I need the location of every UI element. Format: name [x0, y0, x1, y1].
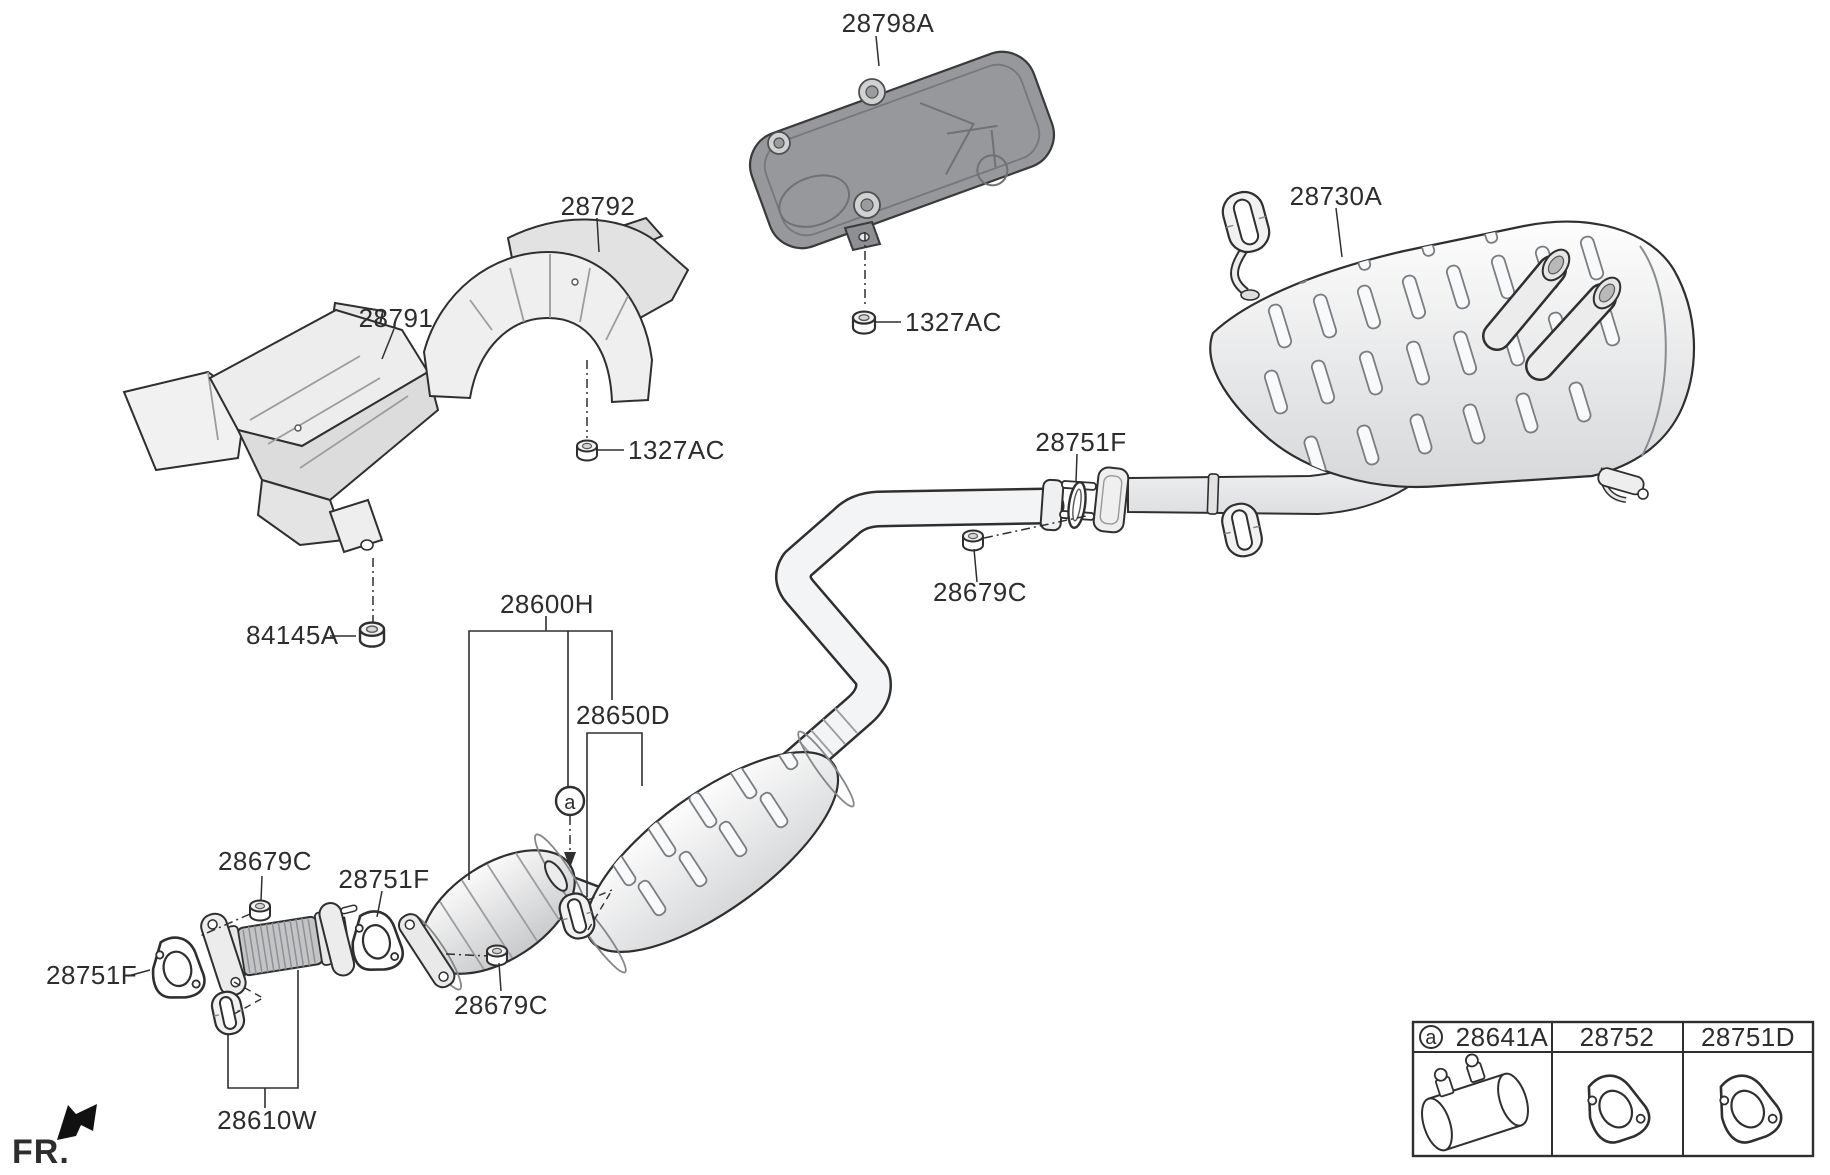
nut-28679C-front	[249, 899, 271, 922]
callout-a-letter: a	[564, 792, 576, 814]
front-pipe-hanger	[208, 988, 248, 1038]
pipe-end-collar	[1039, 478, 1065, 532]
nut-1327AC-mid	[576, 439, 598, 462]
nut-28679C-rear	[962, 529, 984, 552]
label-28679C-cat: 28679C	[454, 990, 548, 1020]
label-1327AC-top: 1327AC	[905, 307, 1002, 337]
label-28610W: 28610W	[217, 1105, 317, 1135]
label-28679C-front: 28679C	[218, 846, 312, 876]
legend-part-28752: 28752	[1580, 1022, 1655, 1052]
legend-part-28641A: 28641A	[1456, 1022, 1549, 1052]
nut-1327AC-top	[851, 310, 877, 335]
muffler-inlet-flange	[1092, 466, 1130, 534]
catalytic-converter	[409, 833, 587, 991]
gasket-front-28751F	[144, 932, 209, 1005]
front-pipe-28610W	[200, 902, 372, 1038]
label-28792: 28792	[561, 191, 636, 221]
nut-28679C-cat	[486, 944, 508, 967]
part-labels: 28798A 28792 28791 28730A 1327AC 1327AC …	[46, 8, 1382, 1135]
heat-shield-center-28792	[422, 216, 690, 404]
label-28751F-front: 28751F	[46, 960, 137, 990]
label-28650D: 28650D	[576, 700, 670, 730]
fr-arrow-icon	[57, 1104, 97, 1140]
label-28679C-rear: 28679C	[933, 577, 1027, 607]
label-28798A: 28798A	[842, 8, 935, 38]
cat-inlet-flange	[397, 913, 456, 989]
middle-muffler	[569, 730, 855, 974]
muffler-rear-bracket	[1597, 467, 1649, 503]
muffler-top-hanger	[1217, 186, 1275, 301]
heat-shield-rear-28791	[122, 301, 440, 554]
callout-a: a	[554, 785, 586, 868]
label-28730A: 28730A	[1290, 181, 1383, 211]
leader-lines	[127, 35, 1343, 1108]
label-84145A: 84145A	[246, 620, 339, 650]
clamp-sleeve-position	[544, 860, 568, 892]
label-1327AC-mid: 1327AC	[628, 435, 725, 465]
legend-ref-a: a	[1425, 1027, 1437, 1049]
label-28751F-rear: 28751F	[1035, 427, 1126, 457]
rear-muffler-28730A	[1059, 186, 1696, 561]
label-28600H: 28600H	[500, 589, 594, 619]
label-28751F-mid: 28751F	[338, 864, 429, 894]
legend-ref-a-icon	[1419, 1025, 1443, 1049]
center-exhaust-pipe	[761, 478, 1065, 799]
legend-table: a 28641A 28752 28751D	[1411, 1020, 1815, 1158]
tailpipes	[1482, 248, 1622, 381]
nut-84145A	[358, 621, 386, 648]
center-muffler-assembly-28600H	[397, 730, 855, 991]
fr-direction-indicator: FR.	[12, 1104, 97, 1171]
legend-clamp-sketch	[1421, 1053, 1529, 1152]
floor-protector-28798A	[749, 50, 1055, 252]
label-28791: 28791	[359, 303, 434, 333]
legend-part-28751D: 28751D	[1701, 1022, 1795, 1052]
